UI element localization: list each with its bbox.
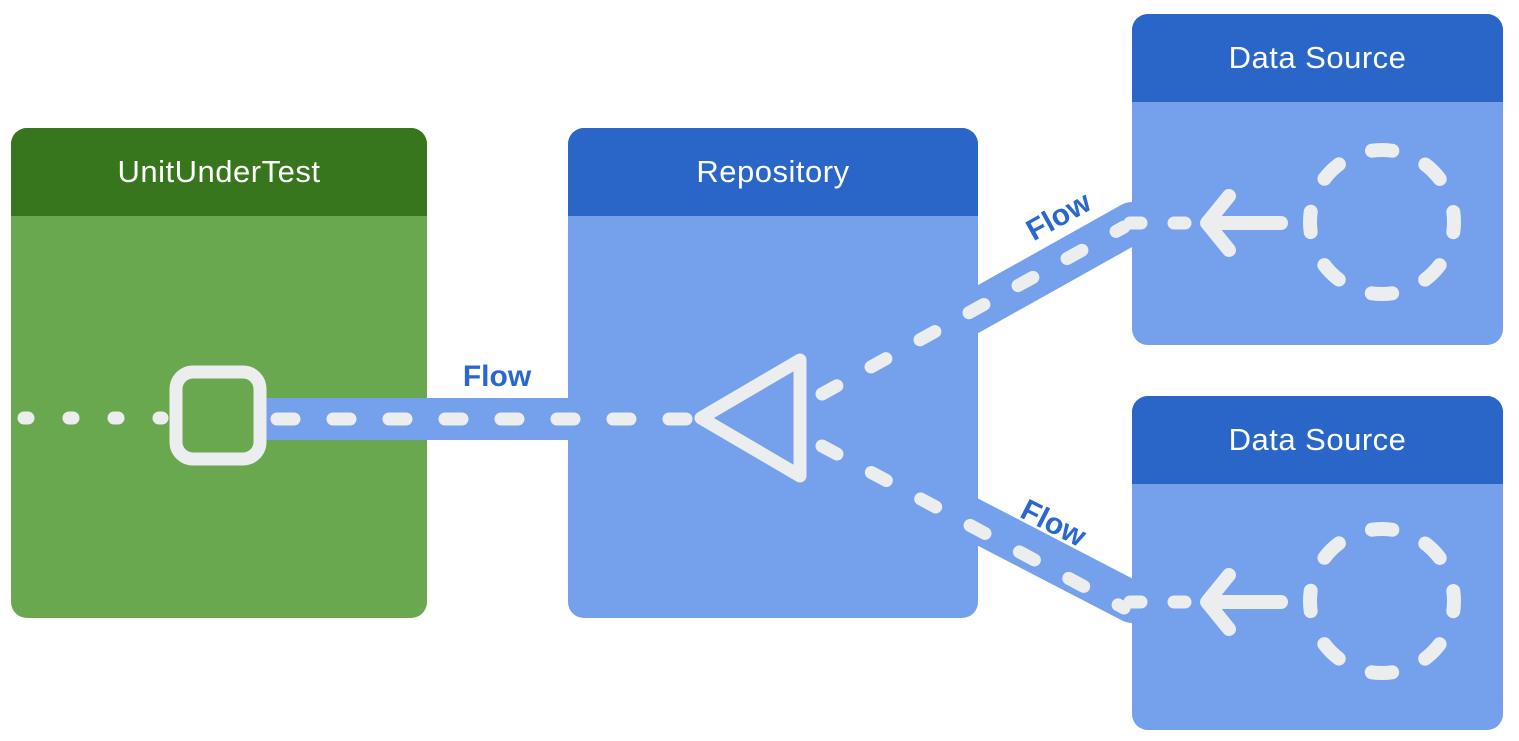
node-data-source-top: Data Source xyxy=(1132,14,1503,345)
flow-label-top: Flow xyxy=(1020,185,1097,248)
node-repository: Repository xyxy=(568,128,978,618)
flow-label-main: Flow xyxy=(462,360,532,393)
node-data-source-top-header: Data Source xyxy=(1132,14,1503,102)
node-unit-under-test: UnitUnderTest xyxy=(11,128,427,618)
node-unit-under-test-header: UnitUnderTest xyxy=(11,128,427,216)
node-data-source-bottom: Data Source xyxy=(1132,396,1503,730)
flow-label-bottom: Flow xyxy=(1015,493,1092,554)
node-repository-label: Repository xyxy=(696,154,850,189)
node-data-source-bottom-header: Data Source xyxy=(1132,396,1503,484)
node-data-source-bottom-label: Data Source xyxy=(1228,422,1407,457)
node-unit-under-test-label: UnitUnderTest xyxy=(117,154,321,189)
node-data-source-top-label: Data Source xyxy=(1228,40,1407,75)
node-repository-header: Repository xyxy=(568,128,978,216)
